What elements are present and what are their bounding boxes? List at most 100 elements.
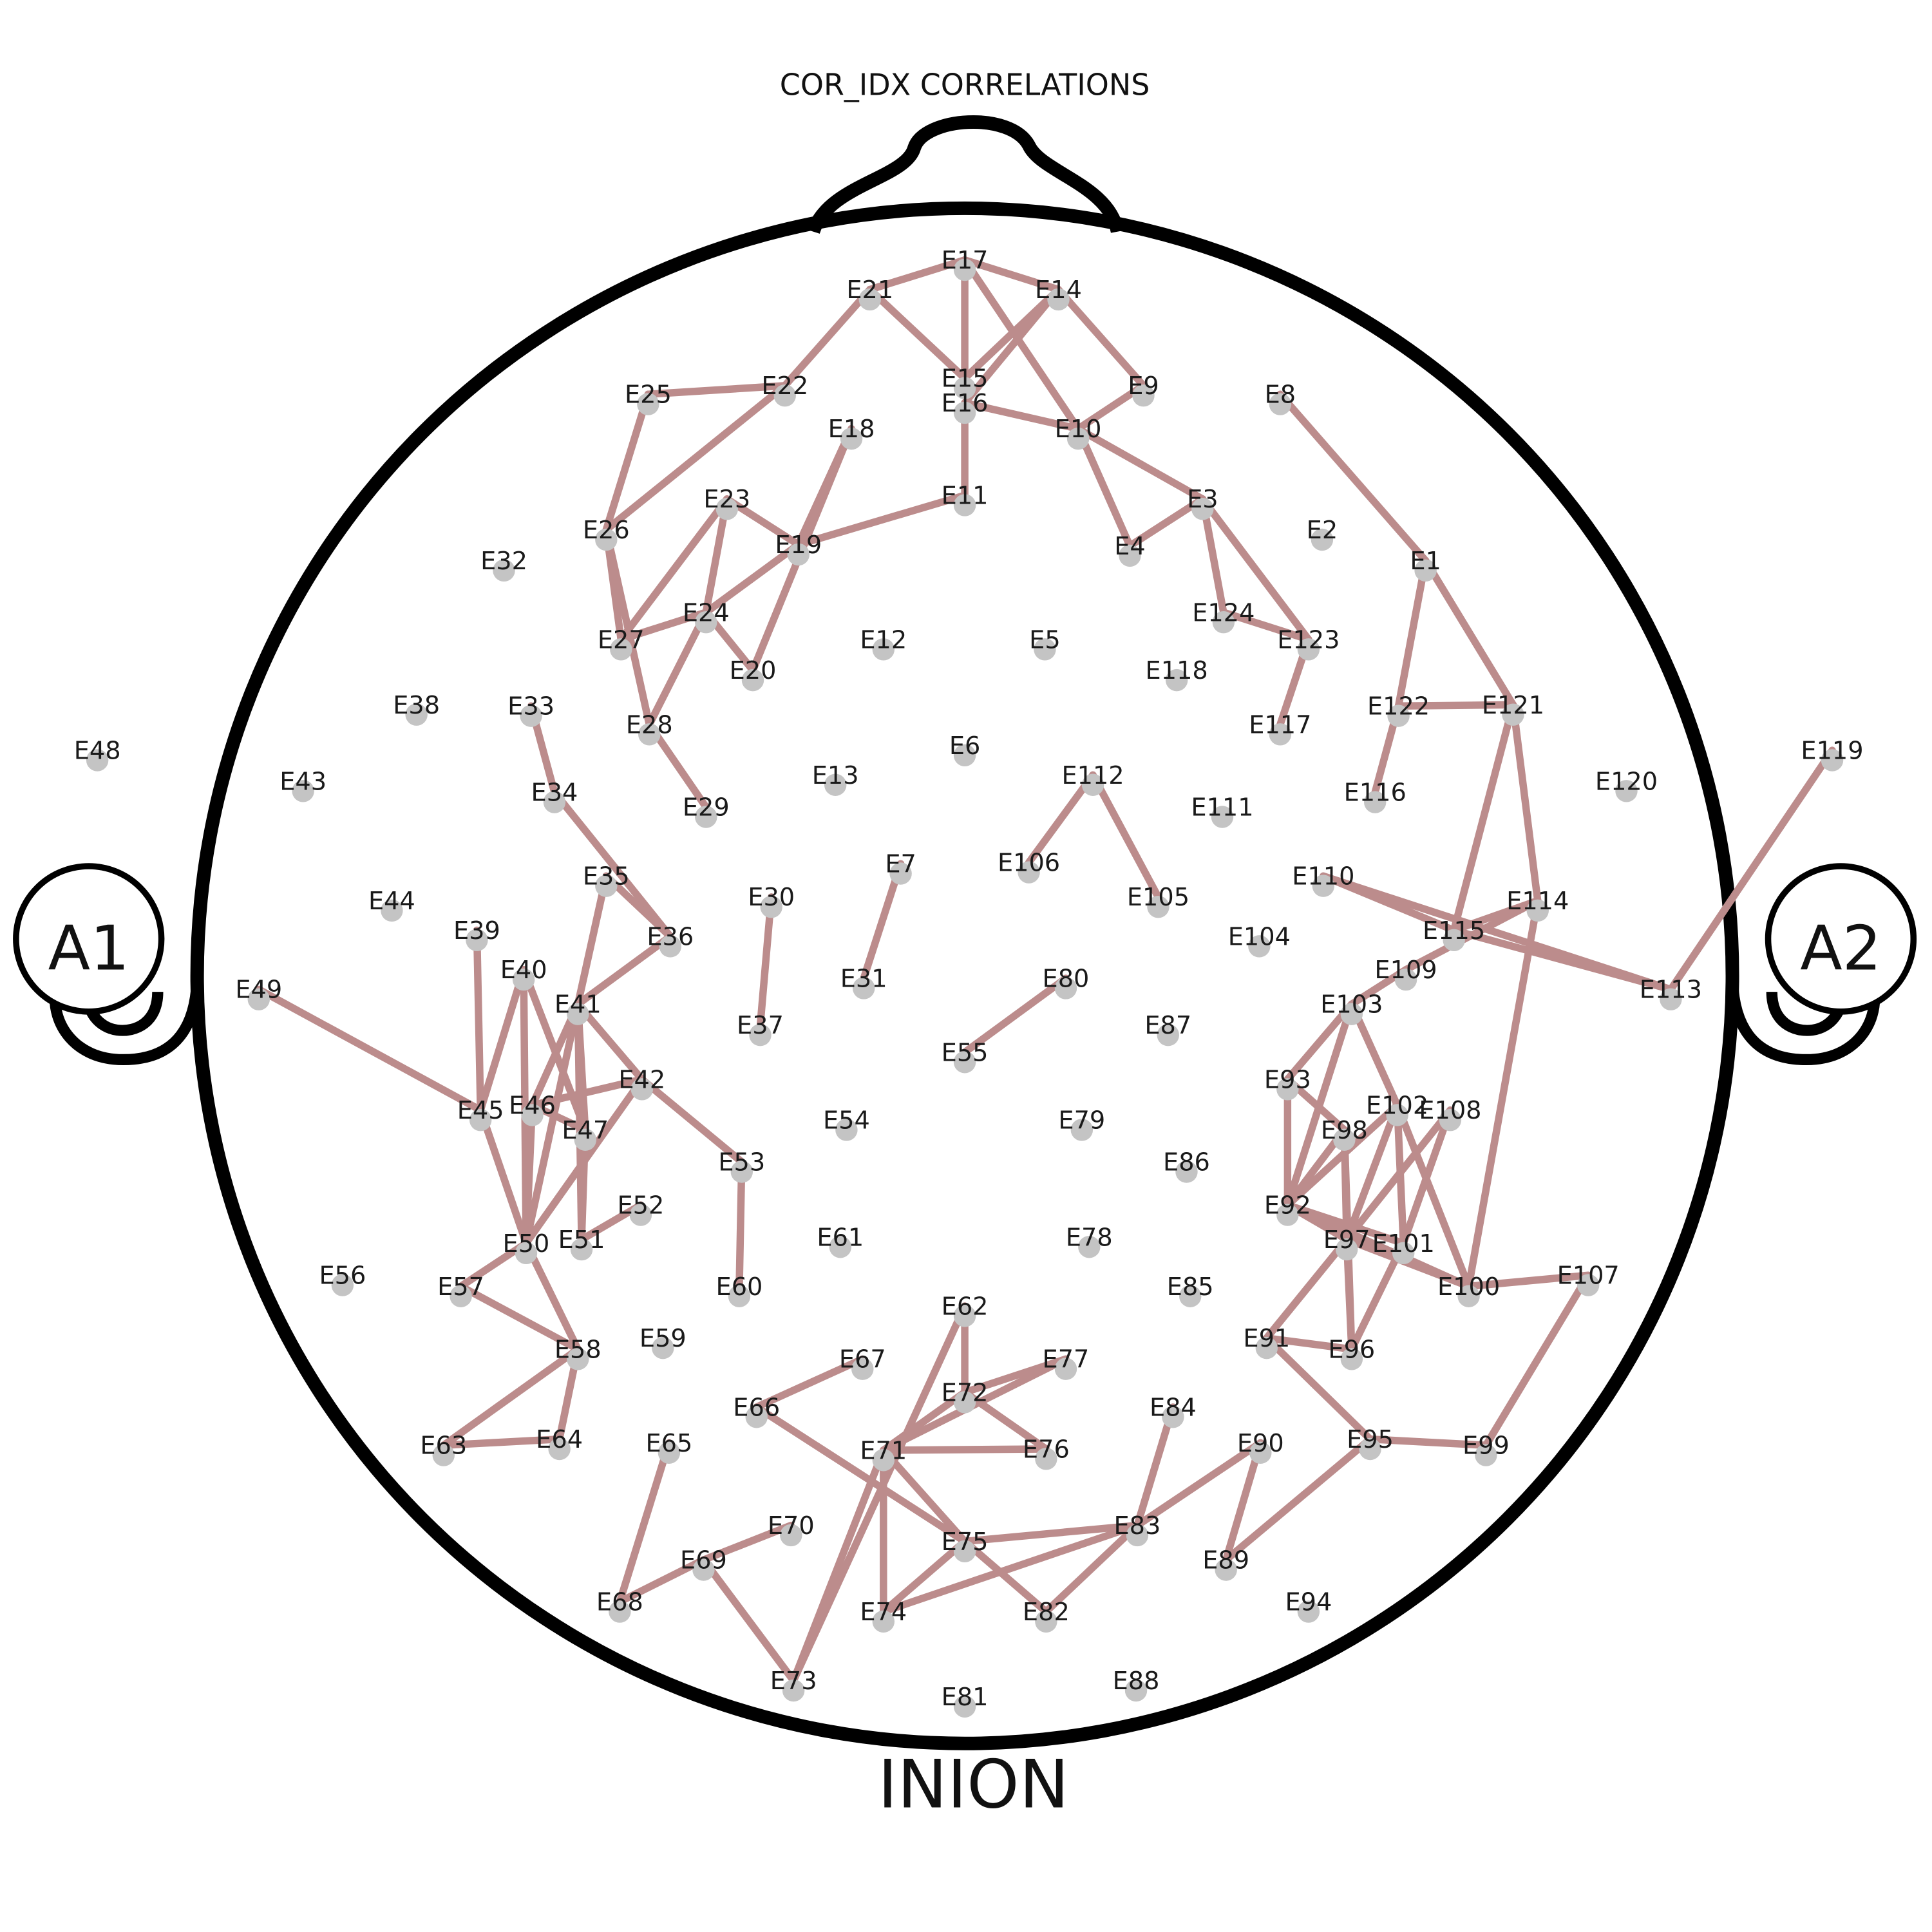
electrode-node-e62 (953, 1305, 976, 1327)
electrode-label-e97: E97 (1323, 1226, 1370, 1255)
edge-e35-e41 (574, 872, 611, 1009)
edge-e45-e50 (477, 1106, 530, 1247)
electrode-node-e40 (512, 968, 535, 991)
electrode-label-e123: E123 (1277, 625, 1340, 654)
electrode-label-e37: E37 (737, 1011, 784, 1040)
edge-e22-e26 (602, 382, 789, 534)
electrode-label-e41: E41 (554, 990, 601, 1019)
electrode-node-e80 (1054, 977, 1077, 999)
electrode-node-e75 (953, 1540, 976, 1563)
electrode-label-e100: E100 (1437, 1273, 1500, 1302)
edge-e24-e27 (617, 609, 710, 643)
electrode-label-e64: E64 (536, 1425, 583, 1454)
electrode-label-e116: E116 (1344, 779, 1406, 808)
edge-e124-e123 (1220, 609, 1312, 643)
electrode-node-e41 (567, 1003, 589, 1025)
edge-e14-e9 (1054, 285, 1148, 390)
electrode-node-e88 (1124, 1679, 1148, 1702)
electrode-node-e48 (86, 749, 109, 772)
electrode-label-e18: E18 (828, 415, 875, 444)
electrode-label-e53: E53 (718, 1148, 765, 1177)
electrode-label-e50: E50 (503, 1229, 550, 1258)
electrode-label-e38: E38 (393, 691, 440, 720)
electrode-node-e67 (851, 1358, 874, 1380)
electrode-node-e59 (652, 1336, 674, 1359)
edge-e25-e22 (644, 382, 789, 398)
electrode-node-e104 (1248, 935, 1271, 958)
edge-e19-e11 (795, 491, 969, 549)
electrode-label-e58: E58 (554, 1335, 601, 1364)
right-ear-circle (1765, 863, 1917, 1015)
electrode-label-e85: E85 (1167, 1273, 1214, 1302)
electrode-label-e55: E55 (942, 1038, 989, 1067)
edge-e75-e82 (961, 1537, 1050, 1616)
electrode-node-e58 (567, 1348, 589, 1370)
electrode-node-e28 (638, 723, 661, 746)
electrode-label-e114: E114 (1506, 887, 1569, 916)
electrode-label-e119: E119 (1801, 737, 1863, 766)
electrode-label-e62: E62 (942, 1292, 989, 1321)
electrode-node-e47 (574, 1128, 597, 1151)
electrode-label-e86: E86 (1163, 1148, 1210, 1177)
electrode-label-e31: E31 (840, 965, 887, 994)
electrode-label-e2: E2 (1307, 516, 1338, 545)
electrode-node-e105 (1147, 895, 1170, 918)
electrode-node-e107 (1577, 1274, 1600, 1296)
electrode-label-e96: E96 (1328, 1335, 1375, 1364)
electrode-node-e55 (953, 1051, 976, 1074)
electrode-node-e37 (749, 1023, 772, 1046)
electrode-label-e105: E105 (1127, 883, 1189, 912)
electrode-node-e116 (1363, 791, 1387, 813)
electrode-node-e14 (1047, 288, 1070, 311)
electrode-node-e83 (1126, 1524, 1149, 1547)
electrode-label-e103: E103 (1320, 990, 1383, 1019)
electrode-node-e93 (1276, 1078, 1299, 1101)
electrode-label-e109: E109 (1374, 956, 1437, 985)
electrode-node-e42 (630, 1078, 654, 1101)
edge-e50-e58 (522, 1239, 582, 1353)
edge-e21-e15 (866, 285, 969, 383)
edge-e57-e58 (457, 1282, 582, 1353)
edge-e17-e21 (866, 256, 969, 294)
edge-e91-e96 (1263, 1334, 1356, 1353)
edge-e10-e3 (1074, 425, 1207, 503)
electrode-label-e113: E113 (1640, 976, 1702, 1005)
electrode-label-e79: E79 (1058, 1106, 1105, 1135)
correlation-edges (255, 256, 1836, 1685)
electrode-label-e61: E61 (817, 1223, 864, 1252)
electrode-node-e84 (1162, 1406, 1184, 1428)
edge-e70-e69 (699, 1521, 795, 1564)
electrode-node-e111 (1211, 806, 1234, 828)
electrode-label-e122: E122 (1367, 692, 1430, 721)
electrode-label-e27: E27 (598, 625, 645, 654)
electrode-label-e57: E57 (437, 1273, 484, 1302)
electrode-node-e27 (610, 638, 632, 661)
electrode-label-e120: E120 (1595, 767, 1658, 796)
electrode-label-e66: E66 (733, 1393, 780, 1422)
electrode-label-e82: E82 (1023, 1598, 1070, 1627)
edge-e39-e45 (473, 926, 484, 1114)
electrode-node-e32 (493, 559, 515, 582)
edge-e63-e64 (440, 1435, 564, 1449)
electrode-label-e99: E99 (1463, 1432, 1510, 1461)
electrode-node-e36 (659, 935, 682, 958)
electrode-node-e115 (1443, 929, 1465, 952)
electrode-label-e118: E118 (1146, 656, 1208, 685)
electrode-node-e17 (953, 258, 976, 281)
electrode-label-e17: E17 (942, 246, 989, 275)
edge-e115-e113 (1450, 926, 1675, 994)
electrode-node-e73 (782, 1679, 805, 1702)
electrode-label-e121: E121 (1482, 691, 1544, 720)
electrode-label-e112: E112 (1061, 761, 1124, 790)
edge-e90-e89 (1222, 1439, 1265, 1564)
edge-e69-e73 (699, 1556, 797, 1685)
electrode-node-e18 (840, 427, 863, 450)
electrode-node-e29 (695, 806, 717, 828)
electrode-node-e8 (1269, 393, 1292, 415)
electrode-node-e30 (760, 895, 782, 918)
edge-e7-e31 (860, 860, 905, 982)
electrode-node-e85 (1179, 1285, 1202, 1307)
electrode-label-e54: E54 (823, 1106, 870, 1135)
electrode-node-e118 (1165, 668, 1188, 692)
